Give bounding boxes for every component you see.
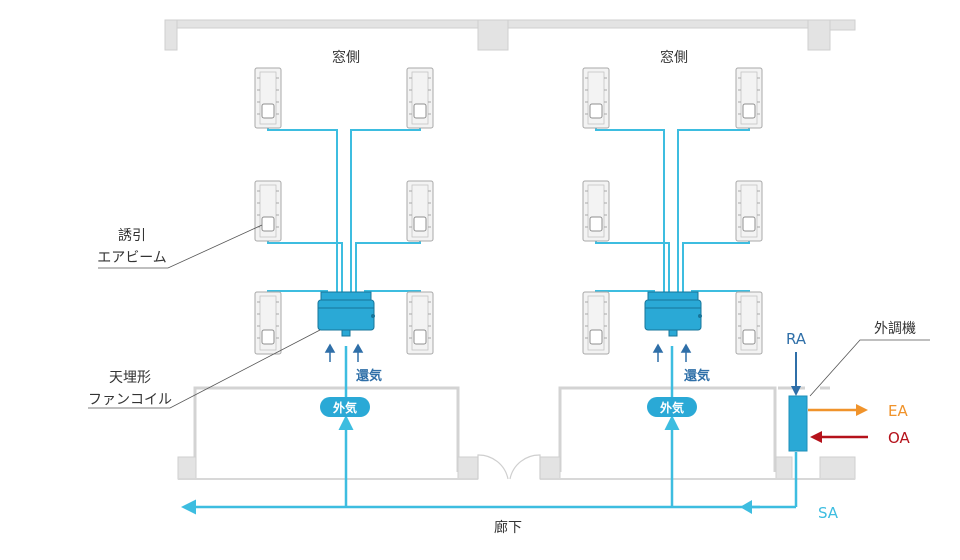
lower-rooms (177, 386, 856, 480)
return-air-label-right: 還気 (684, 368, 710, 384)
return-air-arrows (324, 343, 692, 362)
fan-coil-unit (644, 291, 702, 337)
top-wall (164, 19, 856, 51)
fan-coil-unit (317, 291, 375, 337)
oa-risers (344, 346, 674, 397)
window-side-label-left: 窓側 (332, 49, 360, 66)
air-beam-label-line2: エアビーム (97, 250, 167, 266)
air-beam-unit (254, 291, 282, 355)
air-beam-unit (735, 67, 763, 129)
air-beam-unit (254, 67, 282, 129)
fan-coil-units (317, 291, 702, 337)
air-beam-label-line1: 誘引 (118, 228, 146, 244)
oa-label: OA (888, 429, 911, 447)
sa-label: SA (818, 504, 839, 522)
ra-arrow (791, 352, 801, 396)
air-beam-unit (406, 291, 434, 355)
ea-arrow (808, 404, 868, 416)
outdoor-unit-label: 外調機 (874, 321, 916, 337)
fan-coil-label-line1: 天埋形 (109, 370, 151, 386)
outside-air-badge-left: 外気 (320, 397, 370, 417)
leader-lines (88, 224, 930, 409)
corridor-label: 廊下 (494, 519, 522, 536)
sa-arrowhead-mid (740, 500, 752, 514)
outdoor-air-unit (788, 395, 808, 452)
air-beam-unit (582, 67, 610, 129)
fan-coil-label-line2: ファンコイル (88, 392, 172, 408)
outside-air-badge-right: 外気 (647, 397, 697, 417)
sa-corridor-duct (181, 415, 798, 515)
return-air-label-left: 還気 (356, 368, 382, 384)
air-beam-unit (406, 180, 434, 242)
ea-label: EA (888, 402, 908, 420)
air-beam-unit (582, 180, 610, 242)
air-beam-unit (735, 291, 763, 355)
corridor-door (477, 454, 541, 480)
air-beam-unit (735, 180, 763, 242)
air-beams (254, 67, 763, 355)
air-beam-unit (406, 67, 434, 129)
air-ducts (267, 125, 750, 300)
outside-air-label-right: 外気 (660, 400, 684, 415)
air-beam-unit (254, 180, 282, 242)
oa-arrow (810, 431, 868, 443)
outside-air-label-left: 外気 (333, 400, 357, 415)
window-side-label-right: 窓側 (660, 49, 688, 66)
air-beam-unit (582, 291, 610, 355)
ra-label: RA (786, 330, 807, 348)
